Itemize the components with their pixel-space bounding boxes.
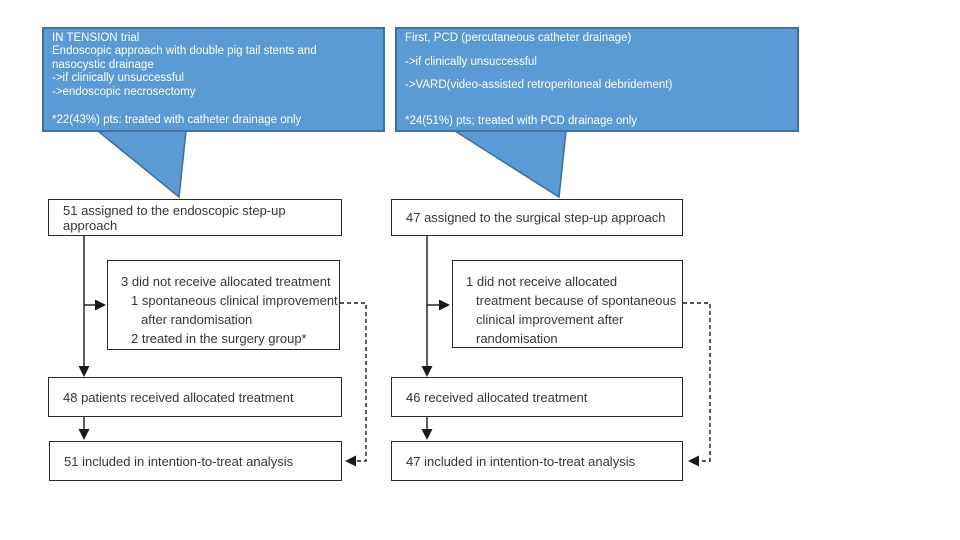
flow-box-received-endoscopic: 48 patients received allocated treatment [48, 377, 342, 417]
flow-box-text: 46 received allocated treatment [406, 389, 588, 405]
flow-box-text: 47 included in intention-to-treat analys… [406, 453, 636, 469]
flow-box-text: 48 patients received allocated treatment [63, 389, 294, 405]
callout-tail-left [98, 131, 186, 197]
callout-text-line: ->VARD(video-assisted retroperitoneal de… [405, 79, 673, 91]
callout-tail-right-edge [454, 130, 567, 199]
flow-box-text-line: 1 did not receive allocated [466, 274, 618, 289]
flow-box-assigned-endoscopic: 51 assigned to the endoscopic step-up ap… [48, 199, 342, 236]
flow-box-text-line: treatment because of spontaneous [476, 293, 677, 308]
flow-box-text: 47 assigned to the surgical step-up appr… [406, 210, 666, 225]
flow-box-text-line: randomisation [476, 331, 558, 346]
callout-text-line: IN TENSION trial [52, 32, 140, 44]
flow-box-text-line: 1 spontaneous clinical improvement [131, 293, 338, 308]
flow-box-assigned-surgical: 47 assigned to the surgical step-up appr… [391, 199, 683, 236]
callout-text-line: First, PCD (percutaneous catheter draina… [405, 32, 632, 44]
callout-footnote: *22(43%) pts: treated with catheter drai… [52, 113, 302, 126]
flow-box-text: 51 assigned to the endoscopic step-up ap… [63, 202, 286, 233]
callout-text-line: ->if clinically unsuccessful [52, 72, 184, 85]
flow-box-not-received-endoscopic: 3 did not receive allocated treatment 1 … [107, 260, 340, 350]
flow-box-not-received-surgical: 1 did not receive allocated treatment be… [452, 260, 683, 348]
callout-text-line: Endoscopic approach with double pig tail… [52, 45, 317, 58]
flow-box-text-line: 3 did not receive allocated treatment [121, 274, 331, 289]
flow-box-itt-endoscopic: 51 included in intention-to-treat analys… [49, 441, 342, 481]
callout-tail-right [455, 131, 566, 197]
flow-box-itt-surgical: 47 included in intention-to-treat analys… [391, 441, 683, 481]
flow-box-received-surgical: 46 received allocated treatment [391, 377, 683, 417]
callout-tail-left-edge [97, 130, 187, 199]
callout-footnote: *24(51%) pts; treated with PCD drainage … [405, 115, 638, 127]
callout-endoscopic-approach: IN TENSION trial Endoscopic approach wit… [42, 27, 385, 132]
flow-box-text-line: after randomisation [141, 312, 253, 327]
callout-pcd-approach: First, PCD (percutaneous catheter draina… [395, 27, 799, 132]
flow-box-text-line: 2 treated in the surgery group* [131, 331, 307, 346]
callout-text-line: ->if clinically unsuccessful [405, 55, 537, 68]
callout-text-line: ->endoscopic necrosectomy [52, 85, 196, 98]
flow-box-text: 51 included in intention-to-treat analys… [64, 453, 294, 469]
flow-box-text-line: clinical improvement after [476, 312, 624, 327]
callout-text-line: nasocystic drainage [52, 58, 154, 71]
